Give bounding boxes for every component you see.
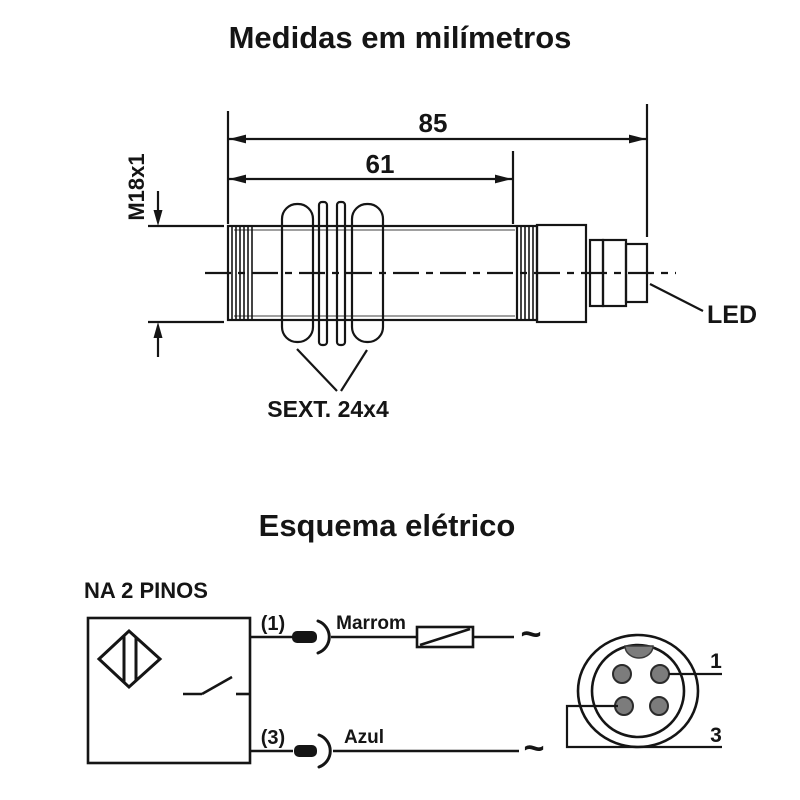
ac-supply-symbol: ~	[523, 727, 544, 768]
arrowhead-up-icon	[153, 322, 163, 338]
wire-brown-label: Marrom	[336, 613, 406, 634]
dimension-85: 85	[226, 104, 649, 237]
leader-line-2	[340, 349, 368, 392]
connector-plug-icon	[294, 745, 317, 757]
arrowhead-left-icon	[229, 134, 246, 144]
connector-plug-icon	[292, 631, 317, 643]
led-leader-line	[649, 283, 704, 312]
connector-inner-ring	[590, 643, 686, 739]
pin-1-label: 1	[710, 650, 722, 673]
sensor-block	[86, 616, 252, 765]
sensor-body	[205, 200, 676, 347]
arrowhead-right-icon	[495, 174, 512, 184]
arrowhead-left-icon	[229, 174, 246, 184]
dim-85-label: 85	[419, 108, 448, 138]
inductive-sensor-icon	[96, 628, 163, 690]
load-diagonal	[419, 627, 471, 647]
leader-line-1	[296, 348, 338, 392]
led-callout: LED	[649, 283, 757, 329]
connector-socket-icon	[316, 619, 331, 655]
drawing-title: Medidas em milímetros	[229, 20, 572, 55]
led-label: LED	[707, 301, 757, 329]
hex-nut-callout: SEXT. 24x4	[267, 348, 389, 422]
pin-3-label: 3	[710, 724, 722, 747]
connector-pinout: 1 3	[565, 633, 722, 749]
wire-brown-row: (1) Marrom ~	[250, 613, 542, 655]
dim-61-label: 61	[366, 149, 395, 179]
dimension-drawing: Medidas em milímetros 85 61 M18x1	[124, 20, 757, 422]
hex-nut-label: SEXT. 24x4	[267, 396, 389, 422]
thread-diameter-callout: M18x1	[124, 153, 224, 357]
pin-2-dot	[612, 664, 632, 684]
pin-1-dot	[650, 664, 670, 684]
pin-3-leader	[565, 704, 722, 749]
circuit-type-label: NA 2 PINOS	[84, 578, 208, 603]
arrowhead-right-icon	[629, 134, 646, 144]
dimension-61: 61	[229, 149, 515, 224]
thread-size-label: M18x1	[124, 153, 149, 220]
connector-socket-icon	[317, 733, 332, 769]
sensor-box-outline	[86, 616, 252, 765]
switch-blade-icon	[201, 675, 233, 696]
electrical-schematic: Esquema elétrico NA 2 PINOS (1) Marrom ~	[84, 508, 722, 769]
terminal-1-label: (1)	[261, 613, 285, 635]
ac-supply-symbol: ~	[520, 613, 541, 654]
terminal-3-label: (3)	[261, 727, 285, 749]
schematic-title: Esquema elétrico	[259, 508, 516, 543]
wire-blue-row: (3) Azul ~	[250, 727, 545, 769]
pin-4-dot	[649, 696, 669, 716]
arrowhead-down-icon	[153, 210, 163, 226]
keying-notch-icon	[624, 645, 654, 659]
wire-blue-label: Azul	[344, 727, 384, 748]
